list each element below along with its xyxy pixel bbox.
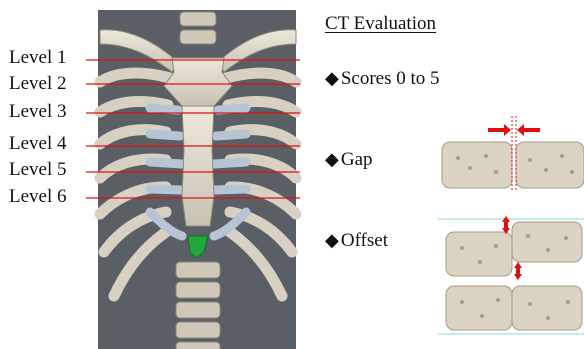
- level-label-3: Level 3: [9, 102, 67, 122]
- criterion-scores-label: Scores 0 to 5: [341, 68, 440, 89]
- criterion-gap: ◆Gap: [325, 149, 373, 171]
- level-label-6: Level 6: [9, 187, 67, 207]
- offset-bone-lower-right: [512, 286, 582, 330]
- gap-bone-right: [516, 142, 584, 188]
- sternal-body: [182, 106, 214, 226]
- level-label-5: Level 5: [9, 160, 67, 180]
- gap-bone-left: [442, 142, 512, 188]
- gap-illustration: [442, 116, 584, 190]
- gap-arrow-left: [488, 124, 511, 136]
- level-label-2: Level 2: [9, 74, 67, 94]
- gap-arrow-right: [517, 124, 540, 136]
- offset-illustration: [438, 216, 584, 334]
- offset-bone-left: [446, 232, 512, 276]
- page-title: CT Evaluation: [325, 13, 436, 35]
- offset-bone-right: [512, 222, 582, 262]
- offset-bone-lower-left: [446, 286, 512, 330]
- diamond-bullet-icon: ◆: [325, 68, 339, 89]
- criterion-offset: ◆Offset: [325, 230, 388, 252]
- level-label-4: Level 4: [9, 134, 67, 154]
- criterion-gap-label: Gap: [341, 149, 373, 170]
- diamond-bullet-icon: ◆: [325, 230, 339, 251]
- diamond-bullet-icon: ◆: [325, 149, 339, 170]
- vertebral-column: [176, 262, 220, 349]
- criterion-scores: ◆Scores 0 to 5: [325, 68, 440, 90]
- level-label-1: Level 1: [9, 48, 67, 68]
- offset-arrow-bottom: [514, 262, 522, 280]
- criterion-offset-label: Offset: [341, 230, 388, 251]
